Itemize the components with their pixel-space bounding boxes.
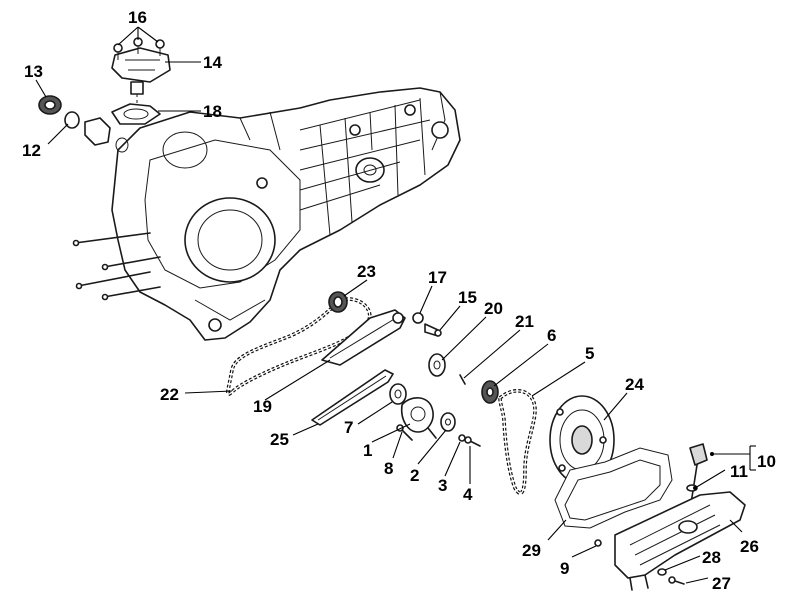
bolt-17 bbox=[412, 312, 424, 324]
cylinder-studs bbox=[72, 232, 161, 301]
label-16: 16 bbox=[128, 8, 147, 27]
gasket-29 bbox=[554, 447, 673, 529]
label-8: 8 bbox=[384, 459, 393, 478]
label-1: 1 bbox=[363, 441, 372, 460]
label-26: 26 bbox=[740, 537, 759, 556]
label-5: 5 bbox=[585, 344, 594, 363]
label-25: 25 bbox=[270, 430, 289, 449]
oil-seal-13 bbox=[38, 95, 62, 115]
label-21: 21 bbox=[515, 312, 534, 331]
label-28: 28 bbox=[702, 548, 721, 567]
label-12: 12 bbox=[22, 141, 41, 160]
label-7: 7 bbox=[344, 418, 353, 437]
chain-tensioner-19 bbox=[321, 309, 406, 366]
label-9: 9 bbox=[560, 559, 569, 578]
label-13: 13 bbox=[24, 62, 43, 81]
part-numbers: 16 14 13 18 12 23 17 15 20 21 6 5 24 22 … bbox=[22, 8, 776, 593]
label-18: 18 bbox=[203, 102, 222, 121]
drain-plug-9 bbox=[594, 539, 602, 547]
label-20: 20 bbox=[484, 299, 503, 318]
label-19: 19 bbox=[253, 397, 272, 416]
label-17: 17 bbox=[428, 268, 447, 287]
bolt-15 bbox=[424, 323, 442, 337]
gear-20 bbox=[428, 353, 446, 377]
chain-guide-25 bbox=[311, 369, 394, 426]
sprocket-23 bbox=[328, 291, 348, 313]
oil-pump-1 bbox=[400, 397, 437, 439]
screw-4 bbox=[464, 436, 481, 447]
label-29: 29 bbox=[522, 541, 541, 560]
pump-gear-2 bbox=[440, 412, 456, 432]
label-23: 23 bbox=[357, 262, 376, 281]
gasket-18 bbox=[111, 103, 161, 125]
o-ring-12 bbox=[64, 111, 129, 153]
screw-27 bbox=[668, 576, 685, 585]
pump-cover-24 bbox=[549, 395, 615, 485]
sprocket-6 bbox=[481, 380, 499, 404]
washer-7 bbox=[389, 383, 407, 405]
washer-28 bbox=[657, 568, 667, 576]
oil-pan-26 bbox=[614, 491, 746, 591]
label-11: 11 bbox=[730, 462, 748, 481]
label-3: 3 bbox=[438, 476, 447, 495]
label-6: 6 bbox=[547, 326, 556, 345]
label-4: 4 bbox=[463, 485, 473, 504]
leader-lines bbox=[35, 26, 756, 584]
label-27: 27 bbox=[712, 574, 731, 593]
pin-21 bbox=[459, 374, 466, 385]
label-15: 15 bbox=[458, 288, 477, 307]
top-cover-14 bbox=[111, 37, 171, 95]
label-24: 24 bbox=[625, 375, 644, 394]
label-22: 22 bbox=[160, 385, 179, 404]
pump-chain-5 bbox=[498, 389, 537, 495]
crankcase-housing bbox=[111, 87, 461, 341]
washer-3 bbox=[458, 434, 466, 442]
label-14: 14 bbox=[203, 53, 222, 72]
label-10: 10 bbox=[757, 452, 776, 471]
label-2: 2 bbox=[410, 466, 419, 485]
